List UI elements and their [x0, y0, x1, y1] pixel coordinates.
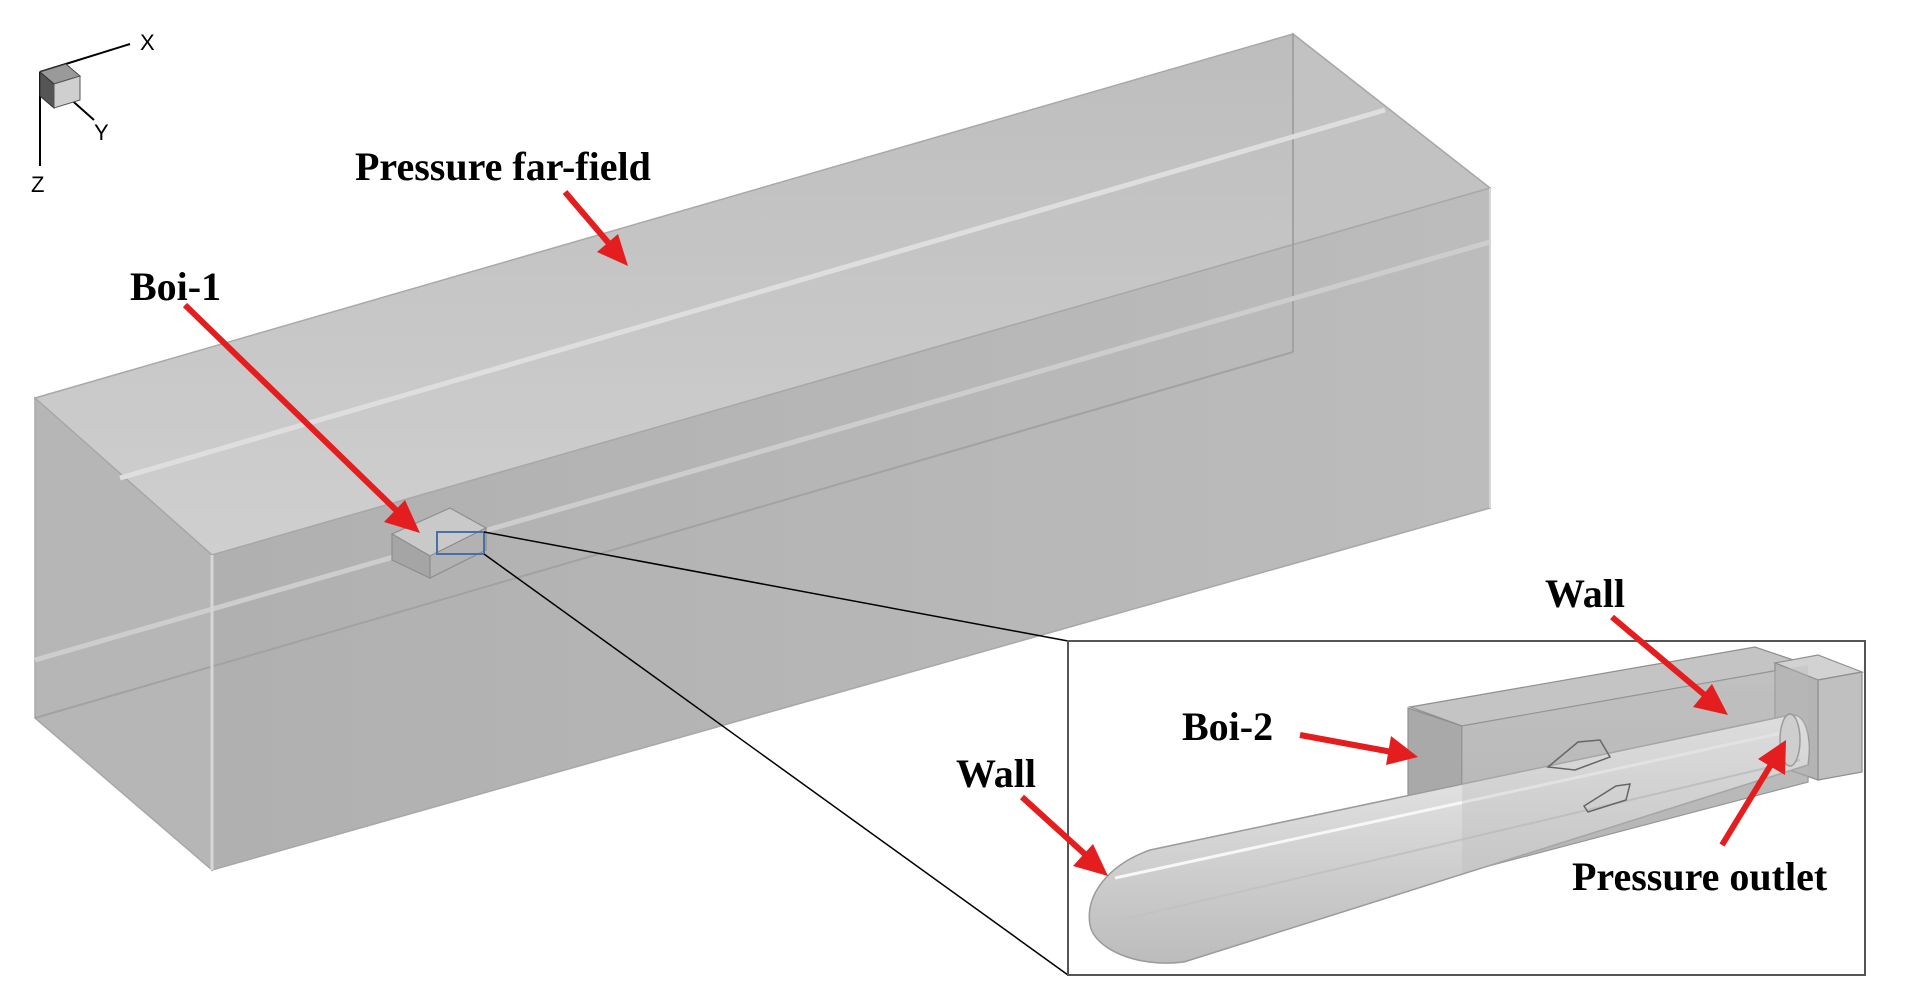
- arrow-outlet: [1719, 761, 1775, 847]
- boi1-block: [390, 507, 488, 579]
- vehicle-window-top: [1546, 739, 1612, 771]
- label-boi2: Boi-2: [1182, 704, 1273, 749]
- arrow-wall-top: [1610, 614, 1709, 700]
- arrow-boi1: [182, 302, 401, 515]
- label-boi1: Boi-1: [130, 264, 221, 309]
- axes-triad: X Y Z: [31, 30, 155, 197]
- arrow-boi2: [1299, 732, 1393, 755]
- arrow-far-field: [562, 190, 615, 249]
- vehicle-body: [1088, 714, 1810, 964]
- arrow-wall-left: [1019, 794, 1091, 860]
- annotation-labels: Pressure far-field Boi-1 Boi-2 Wall Wall…: [130, 144, 1828, 899]
- x-axis-label: X: [140, 30, 155, 55]
- label-far-field: Pressure far-field: [355, 144, 651, 189]
- annotation-arrows: [182, 190, 1786, 876]
- zoom-connector-lines: [483, 531, 1069, 976]
- label-wall-top: Wall: [1545, 571, 1625, 616]
- symmetry-band-side: [34, 239, 1491, 663]
- zoom-source-rect: [436, 531, 485, 555]
- label-pressure-outlet: Pressure outlet: [1572, 854, 1828, 899]
- label-wall-left: Wall: [956, 751, 1036, 796]
- vehicle-window-bottom: [1582, 783, 1631, 813]
- outlet-block-side: [1817, 671, 1863, 781]
- y-axis-label: Y: [94, 120, 109, 145]
- zoom-inset: [1067, 640, 1866, 976]
- computational-domain: [33, 32, 1492, 872]
- symmetry-band-top: [119, 107, 1386, 481]
- z-axis-label: Z: [31, 172, 44, 197]
